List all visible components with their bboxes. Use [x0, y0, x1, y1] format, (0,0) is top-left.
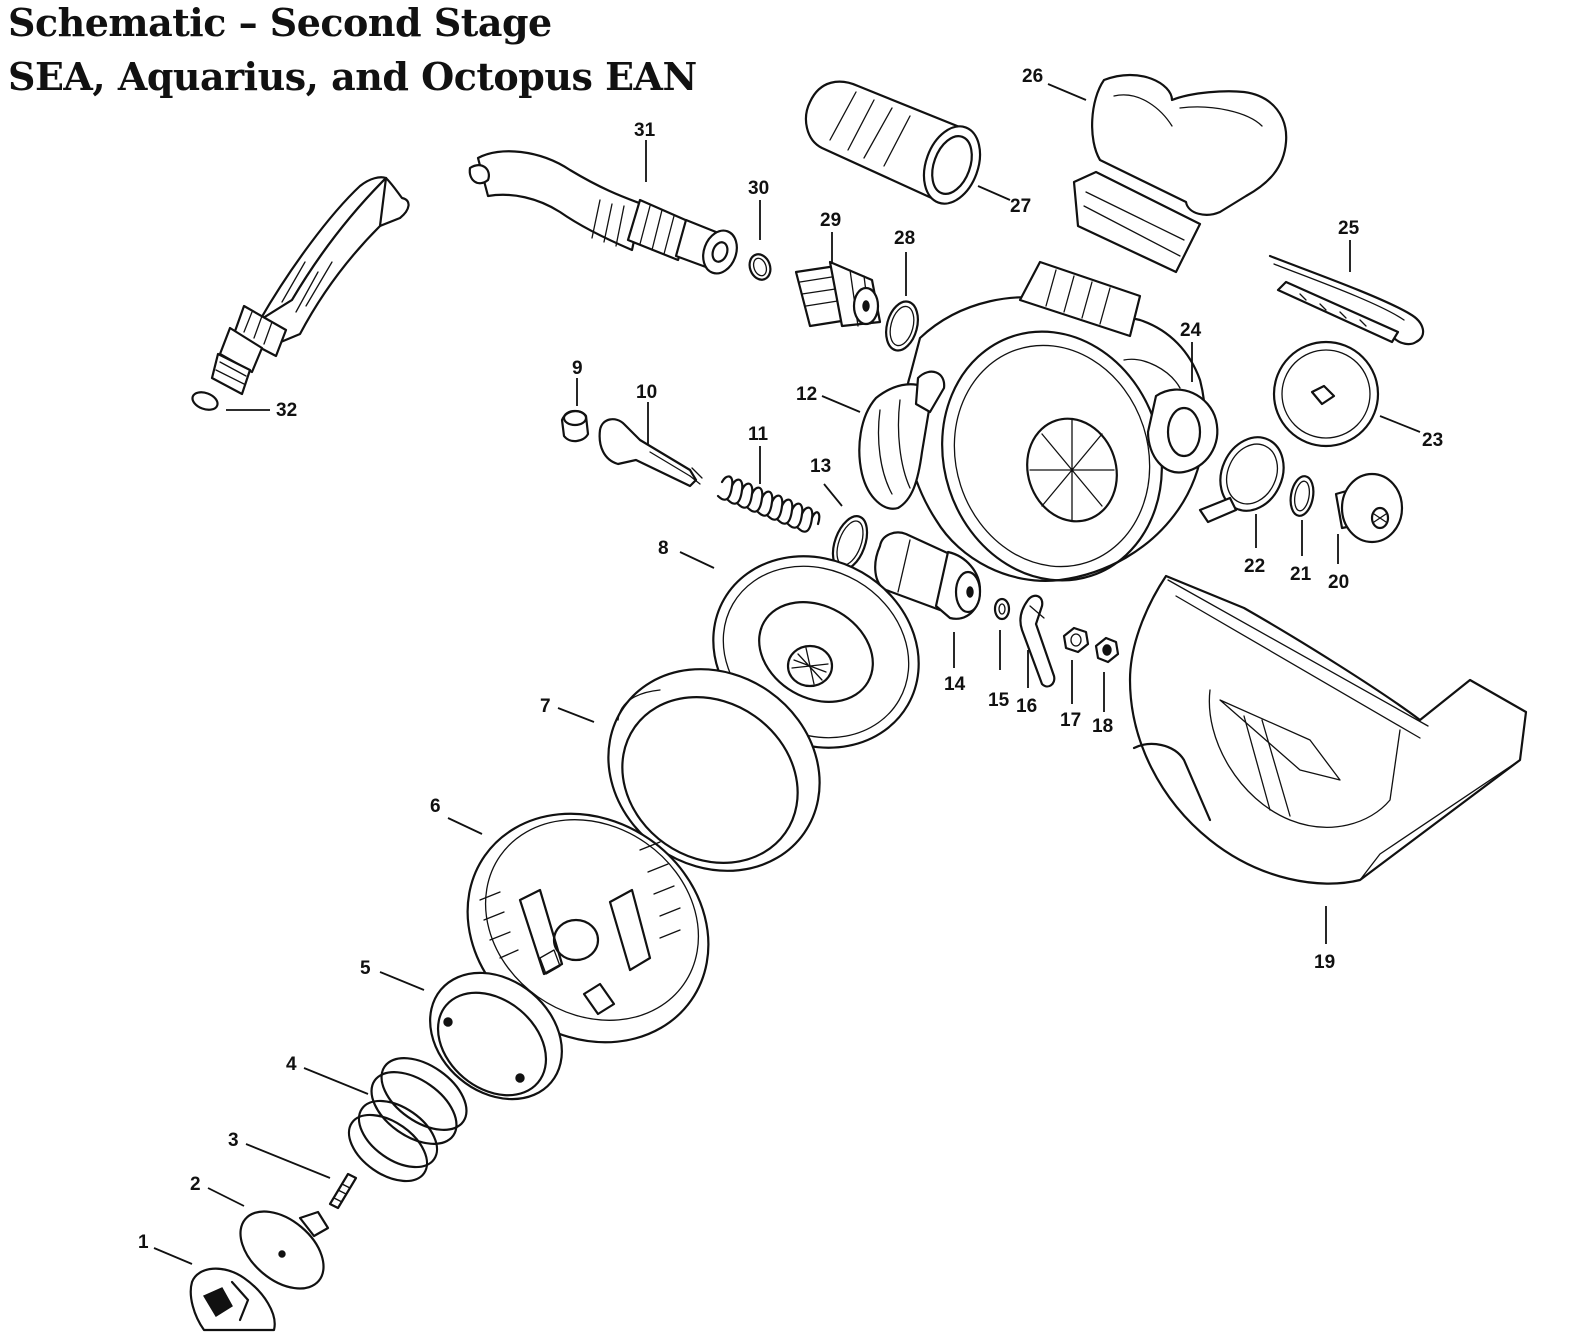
part-32-hose	[191, 176, 410, 411]
callout-18: 18	[1092, 716, 1113, 737]
part-15-washer	[993, 597, 1011, 670]
callout-32: 32	[276, 400, 297, 421]
callout-25: 25	[1338, 218, 1360, 239]
callout-14: 14	[944, 674, 966, 695]
callout-2: 2	[190, 1174, 201, 1195]
part-17-nut	[1062, 626, 1090, 704]
callout-4: 4	[286, 1054, 297, 1075]
part-6-front-cover	[447, 812, 710, 1044]
diagram-title: Schematic – Second Stage	[8, 0, 552, 45]
part-28-o-ring	[885, 252, 919, 352]
callout-6: 6	[430, 796, 441, 817]
callout-12: 12	[796, 384, 817, 405]
part-16-lever	[1019, 594, 1056, 688]
callout-1: 1	[138, 1232, 149, 1253]
callout-20: 20	[1328, 572, 1349, 593]
part-2-purge-button	[207, 1187, 330, 1290]
part-1-cap	[153, 1247, 276, 1332]
callout-7: 7	[540, 696, 551, 717]
callout-24: 24	[1180, 320, 1202, 341]
part-21-o-ring	[1289, 475, 1315, 556]
part-29-swivel-fitting	[794, 232, 882, 328]
part-27-swivel-cover	[804, 80, 1011, 205]
part-7-clamp-ring	[557, 668, 821, 872]
part-18-lock-nut	[1094, 636, 1120, 712]
callout-5: 5	[360, 958, 371, 979]
callout-23: 23	[1422, 430, 1443, 451]
callout-3: 3	[228, 1130, 239, 1151]
part-9-seat	[560, 378, 590, 443]
callout-21: 21	[1290, 564, 1312, 585]
part-3-pin	[245, 1143, 358, 1210]
callout-31: 31	[634, 120, 656, 141]
part-20-adjustment-knob	[1334, 472, 1404, 564]
part-14-orifice-barrel	[874, 531, 982, 668]
callout-26: 26	[1022, 66, 1043, 87]
part-12-exhaust-tee	[821, 370, 946, 510]
callout-10: 10	[636, 382, 657, 403]
part-11-spring	[716, 446, 821, 533]
part-5-retaining-ring	[379, 971, 563, 1101]
callout-16: 16	[1016, 696, 1037, 717]
callout-11: 11	[748, 424, 769, 445]
part-23-purge-cover	[1272, 340, 1421, 448]
callout-28: 28	[894, 228, 915, 249]
part-10-poppet	[598, 402, 703, 488]
callout-17: 17	[1060, 710, 1081, 731]
part-30-o-ring	[748, 200, 772, 281]
part-4-purge-springs	[303, 1057, 468, 1183]
diagram-subtitle: SEA, Aquarius, and Octopus EAN	[8, 54, 697, 99]
callout-27: 27	[1010, 196, 1031, 217]
callout-13: 13	[810, 456, 831, 477]
part-19-front-cover	[1128, 574, 1528, 944]
part-22-retaining-clip	[1198, 436, 1285, 548]
callout-22: 22	[1244, 556, 1265, 577]
part-24-case	[903, 260, 1219, 582]
callout-29: 29	[820, 210, 841, 231]
callout-labels: 1 2 3 4 5 6 7 8 9 10 11 12 13 14 15 16 1…	[138, 66, 1443, 1253]
callout-30: 30	[748, 178, 769, 199]
callout-19: 19	[1314, 952, 1335, 973]
part-31-hose	[468, 140, 738, 275]
part-26-mouthpiece	[1047, 74, 1288, 274]
callout-15: 15	[988, 690, 1010, 711]
part-25-cable-tie	[1268, 240, 1425, 346]
callout-8: 8	[658, 538, 669, 559]
callout-9: 9	[572, 358, 583, 379]
